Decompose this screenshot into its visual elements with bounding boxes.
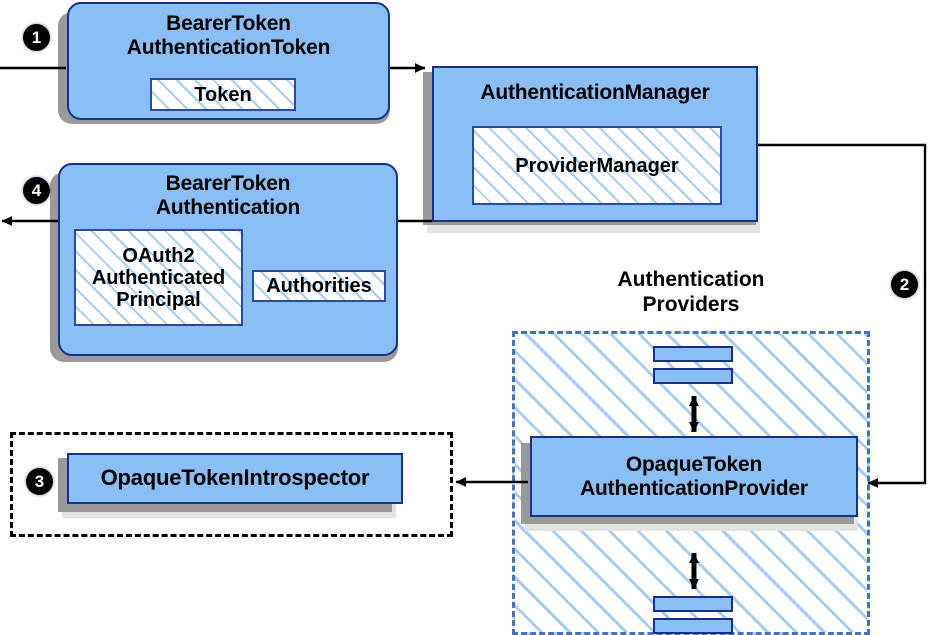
step-marker-3: 3 (26, 468, 53, 495)
node-opaque-token-introspector[interactable]: OpaqueTokenIntrospector (67, 453, 403, 504)
bearer-token-authentication-token-title-line2: AuthenticationToken (126, 35, 331, 59)
oauth2-authenticated-principal-line2: Authenticated (91, 266, 226, 289)
bearer-token-authentication-token-title: BearerToken AuthenticationToken (69, 4, 388, 59)
step-marker-2: 2 (891, 271, 918, 298)
opaque-token-authentication-provider-title-line1: OpaqueToken (625, 452, 763, 476)
bearer-token-authentication-title-line2: Authentication (155, 195, 301, 219)
inner-authorities[interactable]: Authorities (252, 270, 386, 302)
node-authentication-manager[interactable]: AuthenticationManager ProviderManager (432, 66, 758, 222)
step-marker-4: 4 (23, 177, 50, 204)
opaque-token-introspector-title: OpaqueTokenIntrospector (100, 465, 370, 491)
authentication-providers-label-line1: Authentication (617, 268, 765, 291)
inner-provider-manager[interactable]: ProviderManager (472, 126, 722, 205)
node-bearer-token-authentication[interactable]: BearerToken Authentication OAuth2 Authen… (58, 163, 398, 356)
bearer-token-authentication-token-title-line1: BearerToken (166, 12, 291, 35)
opaque-token-authentication-provider-title: OpaqueToken AuthenticationProvider (532, 453, 856, 500)
step-marker-1: 1 (23, 24, 50, 51)
inner-oauth2-authenticated-principal[interactable]: OAuth2 Authenticated Principal (74, 229, 243, 326)
node-bearer-token-authentication-token[interactable]: BearerToken AuthenticationToken Token (67, 2, 390, 120)
bearer-token-authentication-title-line1: BearerToken (165, 172, 291, 195)
provider-placeholder-bar-bottom-1 (653, 596, 733, 612)
oauth2-authenticated-principal-line3: Principal (116, 288, 201, 311)
oauth2-authenticated-principal-line1: OAuth2 (122, 244, 195, 267)
provider-placeholder-bar-top-1 (653, 346, 733, 362)
bearer-token-authentication-title: BearerToken Authentication (60, 165, 396, 219)
node-opaque-token-authentication-provider[interactable]: OpaqueToken AuthenticationProvider (530, 436, 858, 517)
inner-token[interactable]: Token (150, 78, 296, 111)
opaque-token-introspector-container (10, 432, 453, 537)
opaque-token-authentication-provider-title-line2: AuthenticationProvider (580, 476, 808, 500)
provider-placeholder-bar-top-2 (653, 368, 733, 384)
provider-placeholder-bar-bottom-2 (653, 618, 733, 634)
authentication-manager-title: AuthenticationManager (480, 81, 710, 104)
authentication-providers-label-line2: Providers (642, 293, 740, 317)
authentication-providers-label: Authentication Providers (512, 267, 870, 317)
